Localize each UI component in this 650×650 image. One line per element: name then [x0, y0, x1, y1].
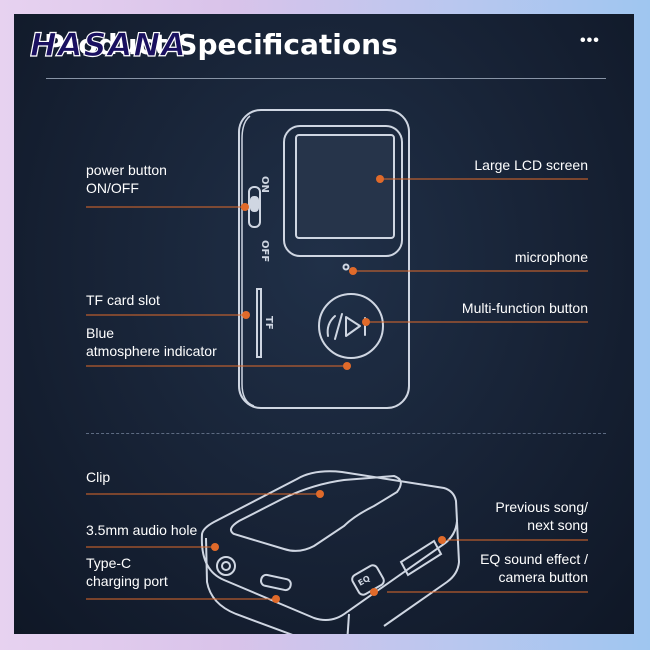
device-illustration: ON OFF TF EQ — [86, 109, 588, 634]
label-lcd-screen: Large LCD screen — [474, 157, 588, 173]
power-switch-knob — [250, 196, 259, 212]
device-side-edge — [241, 115, 255, 407]
label-type-c-port: Type-C charging port — [86, 555, 168, 589]
multi-function-button — [318, 293, 384, 359]
audio-jack-inner — [221, 561, 231, 571]
device-top-outline — [200, 470, 459, 621]
device-body — [238, 109, 410, 409]
brand-watermark: HASANA — [29, 25, 187, 64]
more-dots-icon[interactable]: ••• — [580, 32, 600, 49]
label-clip: Clip — [86, 469, 111, 485]
label-multi-function-button: Multi-function button — [461, 300, 588, 316]
phone-icon — [326, 315, 336, 337]
label-power-button: power button ON/OFF — [86, 162, 167, 196]
player-front — [238, 109, 410, 409]
label-tf-card-slot: TF card slot — [86, 292, 160, 308]
clip — [229, 474, 402, 552]
section-divider — [86, 433, 606, 434]
product-spec-panel: HASANA Product Specifications ••• ON OFF… — [14, 14, 634, 634]
label-microphone: microphone — [514, 249, 588, 265]
callout-dots — [211, 175, 446, 603]
tf-mark: TF — [263, 316, 274, 330]
type-c-port — [260, 573, 292, 592]
callout-lines — [86, 178, 588, 600]
device-front-edge — [205, 537, 293, 634]
svg-text:EQ: EQ — [357, 574, 372, 588]
play-icon — [326, 313, 366, 340]
lcd-bezel — [283, 125, 403, 257]
label-eq-camera-button: EQ sound effect / camera button — [480, 551, 588, 585]
label-prev-next-song: Previous song/ next song — [495, 499, 588, 533]
lcd-screen — [295, 134, 395, 239]
off-mark: OFF — [259, 240, 270, 262]
title-divider — [46, 78, 606, 79]
page-title: Product Specifications — [44, 28, 398, 61]
label-audio-hole: 3.5mm audio hole — [86, 522, 198, 538]
device-right-edge — [383, 521, 461, 627]
on-mark: ON — [259, 176, 270, 193]
microphone-hole — [342, 263, 350, 271]
tf-card-slot — [256, 288, 262, 358]
label-blue-indicator: Blue atmosphere indicator — [86, 325, 217, 359]
prev-next-rocker — [399, 539, 443, 577]
audio-jack — [216, 556, 236, 576]
player-perspective — [200, 470, 461, 634]
device-corner-edge — [346, 613, 350, 634]
